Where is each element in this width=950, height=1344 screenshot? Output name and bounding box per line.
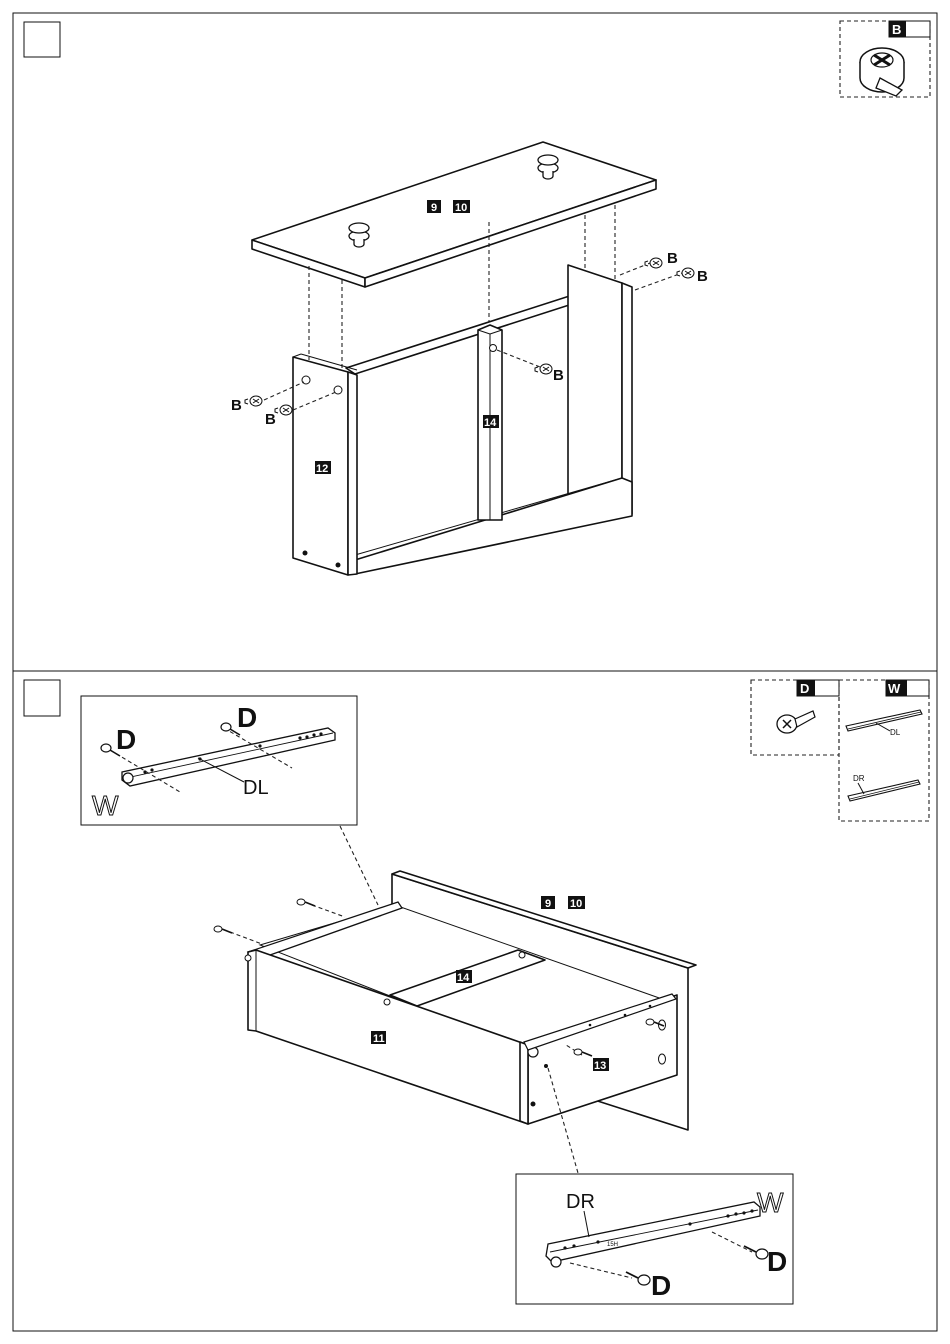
screw-icon: [744, 1246, 768, 1259]
detail-left-rail: D D DL W: [81, 696, 357, 825]
cam-lock-icon: [860, 48, 904, 96]
part-number-10: 10: [453, 200, 470, 214]
screw-icon: [626, 1272, 650, 1285]
kit-label-w: W: [92, 790, 119, 821]
rail-label-dl: DL: [890, 728, 901, 737]
step-1-number-box: [24, 22, 60, 57]
parts-box-d: D: [751, 680, 839, 755]
detail-right-rail: 15H DR W D D: [516, 1174, 793, 1304]
svg-text:14: 14: [457, 972, 470, 984]
svg-text:12: 12: [316, 463, 328, 475]
fastener-label-b: B: [667, 250, 678, 267]
screw-icon: [214, 926, 232, 933]
cam-lock-icon: [645, 258, 662, 268]
part-number-12: 12: [315, 461, 331, 475]
screw-label-d: D: [651, 1270, 671, 1301]
part-number-14: 14: [456, 970, 472, 984]
rail-label-dr: DR: [853, 774, 865, 783]
cam-lock-icon: [275, 405, 292, 415]
fastener-label-b: B: [231, 397, 242, 414]
carcass: 14 12: [293, 265, 632, 575]
step-1: B: [24, 21, 930, 575]
svg-text:10: 10: [455, 202, 467, 214]
part-number-9: 9: [541, 896, 555, 910]
drawer-assembly: 14 11: [214, 871, 696, 1130]
svg-text:13: 13: [594, 1060, 606, 1072]
part-number-11: 11: [371, 1031, 386, 1045]
svg-text:9: 9: [545, 898, 551, 910]
part-number-10: 10: [568, 896, 585, 910]
part-number-9: 9: [427, 200, 441, 214]
fastener-label-b: B: [265, 411, 276, 428]
kit-label-w: W: [757, 1187, 784, 1218]
parts-box-d-letter: D: [800, 681, 809, 696]
screw-label-d: D: [116, 724, 136, 755]
step-2: D W DL DR: [24, 680, 929, 1304]
cam-lock-icon: [245, 396, 262, 406]
drawer-slide-icon: [848, 780, 920, 801]
svg-text:9: 9: [431, 202, 437, 214]
rail-stamp: 15H: [607, 1242, 618, 1248]
fastener-label-b: B: [697, 268, 708, 285]
rail-label-dr: DR: [566, 1191, 595, 1213]
svg-text:11: 11: [373, 1033, 385, 1045]
fastener-label-b: B: [553, 367, 564, 384]
rail-label-dl: DL: [243, 777, 269, 799]
parts-box-w-letter: W: [888, 681, 901, 696]
parts-box-b-letter: B: [892, 22, 901, 37]
screw-label-d: D: [767, 1246, 787, 1277]
svg-text:10: 10: [570, 898, 582, 910]
part-number-14: 14: [483, 415, 499, 429]
parts-box-w: W DL DR: [839, 680, 929, 821]
parts-box-b: B: [840, 21, 930, 97]
part-number-13: 13: [593, 1058, 609, 1072]
screw-icon: [777, 711, 815, 733]
step-2-number-box: [24, 680, 60, 716]
screw-icon: [297, 899, 315, 906]
cam-lock-icon: [677, 268, 694, 278]
svg-text:14: 14: [484, 417, 497, 429]
top-panel: 9 10: [252, 142, 656, 287]
screw-label-d: D: [237, 702, 257, 733]
